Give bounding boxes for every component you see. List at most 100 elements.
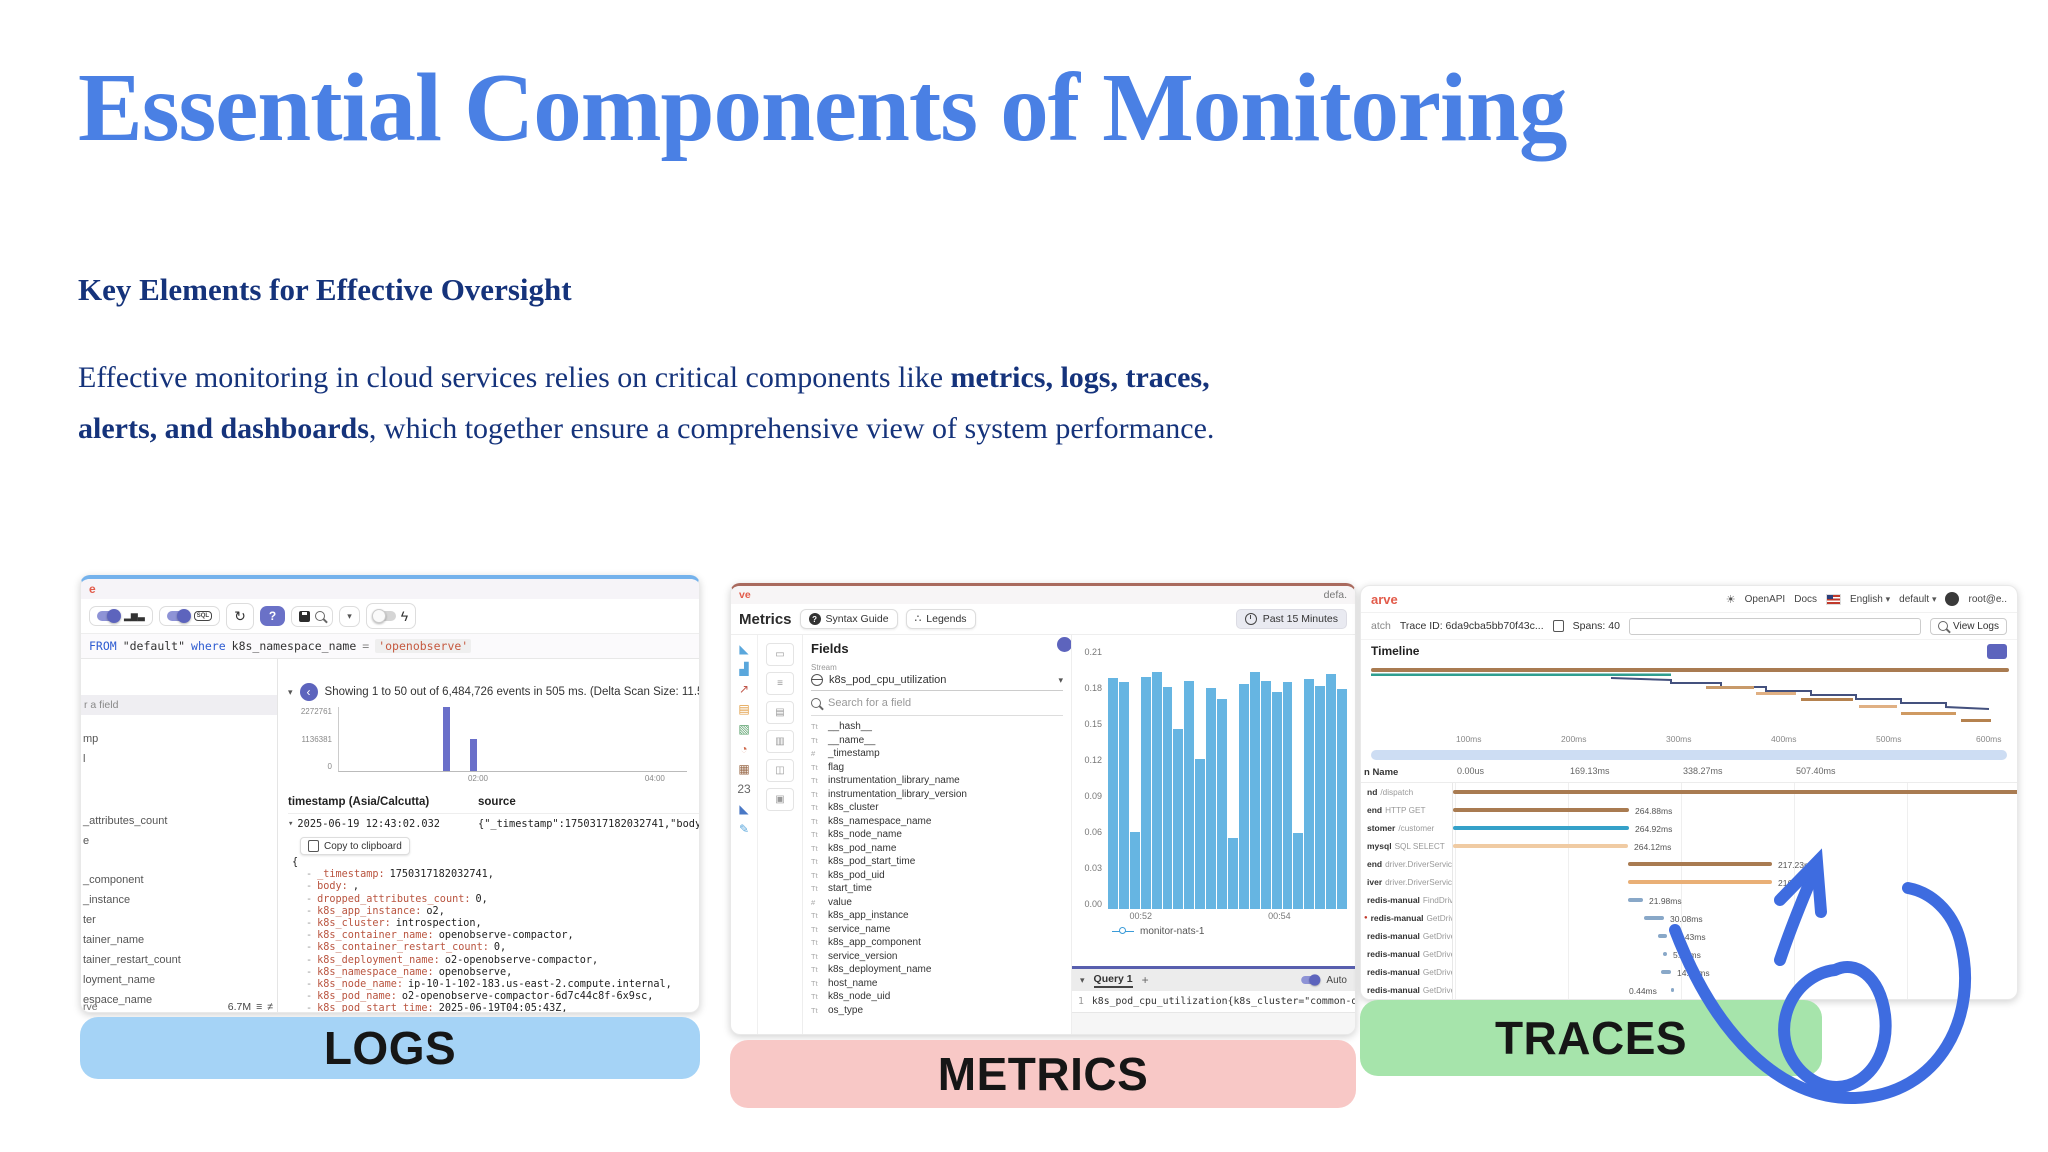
copy-to-clipboard-button[interactable]: Copy to clipboard bbox=[300, 837, 410, 855]
span-duration-bar[interactable] bbox=[1658, 934, 1667, 938]
json-field-row[interactable]: -k8s_app_instance:o2, bbox=[306, 906, 699, 918]
view-logs-button[interactable]: View Logs bbox=[1930, 617, 2007, 635]
cpu-bar[interactable] bbox=[1227, 837, 1238, 909]
chevron-down-icon[interactable]: ▾ bbox=[288, 686, 293, 697]
org-selector[interactable]: defa. bbox=[1323, 589, 1347, 601]
chart-type-icon[interactable]: ▟ bbox=[739, 662, 749, 676]
theme-icon[interactable]: ☀ bbox=[1725, 593, 1736, 606]
json-field-row[interactable]: -body:, bbox=[306, 881, 699, 893]
histogram-toggle-group[interactable]: ▂▆▃ bbox=[89, 606, 153, 626]
cpu-bar[interactable] bbox=[1217, 699, 1227, 909]
nav-docs-link[interactable]: Docs bbox=[1794, 593, 1818, 605]
span-duration-bar[interactable] bbox=[1644, 916, 1664, 920]
field-item[interactable]: loyment_name bbox=[83, 974, 156, 986]
source-column-header[interactable]: source bbox=[478, 796, 516, 808]
json-field-row[interactable]: -k8s_container_name:openobserve-compacto… bbox=[306, 930, 699, 942]
cpu-bar[interactable] bbox=[1315, 685, 1326, 909]
span-duration-bar[interactable] bbox=[1628, 898, 1643, 902]
cpu-bar[interactable] bbox=[1249, 671, 1260, 909]
trace-span-row[interactable]: redis-manualGetDriver 13.43ms bbox=[1361, 927, 2017, 945]
field-item[interactable]: _component bbox=[83, 874, 144, 886]
field-item[interactable]: ter bbox=[83, 914, 96, 926]
json-field-row[interactable]: -k8s_node_name:ip-10-1-102-183.us-east-2… bbox=[306, 979, 699, 991]
notification-badge[interactable] bbox=[1057, 637, 1071, 652]
field-search-input[interactable]: Search for a field bbox=[811, 691, 1063, 716]
cpu-bar[interactable] bbox=[1293, 832, 1304, 909]
panel-tool-icon[interactable]: ▭ bbox=[766, 643, 794, 666]
chart-type-icon[interactable]: ✎ bbox=[738, 822, 750, 836]
trace-minimap[interactable] bbox=[1371, 662, 2009, 732]
json-field-row[interactable]: -dropped_attributes_count:0, bbox=[306, 894, 699, 906]
panel-tool-icon[interactable]: ≡ bbox=[766, 672, 794, 695]
sql-mode-toggle-group[interactable]: SQL bbox=[158, 606, 221, 626]
field-item[interactable]: Tt__name__ bbox=[811, 734, 1063, 748]
json-field-row[interactable]: -k8s_cluster:introspection, bbox=[306, 918, 699, 930]
cpu-bar[interactable] bbox=[1260, 680, 1271, 909]
save-search-group[interactable] bbox=[291, 605, 334, 627]
chevron-down-icon[interactable]: ▾ bbox=[288, 819, 294, 829]
stream-row[interactable]: rve 6.7M≡≠ bbox=[83, 1001, 273, 1013]
field-item[interactable]: _instance bbox=[83, 894, 131, 906]
auto-toggle[interactable] bbox=[1301, 974, 1321, 986]
trace-span-row[interactable]: nd/dispatch bbox=[1361, 783, 2017, 801]
chart-type-icon[interactable]: ◔ bbox=[740, 742, 748, 756]
panel-tool-icon[interactable]: ▣ bbox=[766, 788, 794, 811]
cpu-bar[interactable] bbox=[1140, 676, 1151, 909]
cpu-bar[interactable] bbox=[1304, 679, 1315, 909]
search-icon[interactable] bbox=[315, 611, 326, 621]
trace-span-row[interactable]: stomer/customer 264.92ms bbox=[1361, 819, 2017, 837]
span-duration-bar[interactable] bbox=[1628, 880, 1772, 884]
cpu-bar[interactable] bbox=[1206, 688, 1217, 909]
chart-type-icon[interactable]: 23 bbox=[737, 782, 751, 796]
chart-type-icon[interactable]: ▧ bbox=[738, 722, 750, 736]
chart-type-icon[interactable]: ▦ bbox=[738, 762, 750, 776]
filter-icon[interactable]: ≠ bbox=[267, 1001, 273, 1013]
chart-plot[interactable] bbox=[1108, 647, 1347, 909]
panel-tool-icon[interactable]: ◫ bbox=[766, 759, 794, 782]
span-search-input[interactable] bbox=[1628, 617, 1922, 635]
field-item[interactable]: tainer_restart_count bbox=[83, 954, 181, 966]
field-search-input[interactable]: r a field bbox=[81, 695, 277, 715]
breadcrumb[interactable]: atch bbox=[1371, 620, 1391, 632]
json-field-row[interactable]: -k8s_namespace_name:openobserve, bbox=[306, 967, 699, 979]
org-selector[interactable]: default ▾ bbox=[1899, 594, 1936, 605]
field-item[interactable]: espace_name bbox=[83, 994, 153, 1006]
list-icon[interactable]: ≡ bbox=[256, 1001, 263, 1013]
histogram-plot[interactable] bbox=[338, 707, 687, 772]
trace-span-row[interactable]: redis-manualGetDriver 0.44ms bbox=[1361, 981, 2017, 999]
span-duration-bar[interactable] bbox=[1453, 790, 2017, 794]
chart-type-icon[interactable]: ◣ bbox=[739, 642, 749, 656]
cpu-bar[interactable] bbox=[1337, 689, 1347, 909]
field-item[interactable]: tainer_name bbox=[83, 934, 145, 946]
span-duration-bar[interactable] bbox=[1663, 952, 1667, 956]
cpu-bar[interactable] bbox=[1184, 680, 1195, 909]
cpu-bar[interactable] bbox=[1108, 678, 1118, 909]
log-row[interactable]: ▾2025-06-19 12:43:02.032 {"_timestamp":1… bbox=[288, 814, 699, 834]
toggle-on-icon[interactable] bbox=[166, 608, 191, 623]
timestamp-column-header[interactable]: timestamp (Asia/Calcutta) bbox=[288, 796, 430, 808]
cpu-bar[interactable] bbox=[1151, 671, 1162, 909]
add-query-button[interactable]: + bbox=[1141, 973, 1149, 987]
span-duration-bar[interactable] bbox=[1453, 808, 1629, 812]
cpu-bar[interactable] bbox=[1326, 674, 1337, 909]
field-item[interactable]: Tt__hash__ bbox=[811, 720, 1063, 734]
json-field-row[interactable]: -k8s_pod_start_time:2025-06-19T04:05:43Z… bbox=[306, 1003, 699, 1012]
chart-legend[interactable]: monitor-nats-1 bbox=[1108, 923, 1347, 939]
collapse-sidebar-button[interactable]: ‹ bbox=[299, 683, 318, 701]
field-item[interactable]: #value bbox=[811, 896, 1063, 910]
query-tab[interactable]: Query 1 bbox=[1093, 973, 1133, 988]
cpu-bar[interactable] bbox=[1173, 729, 1184, 909]
json-field-row[interactable]: -k8s_pod_name:o2-openobserve-compactor-6… bbox=[306, 991, 699, 1003]
json-field-row[interactable]: -k8s_deployment_name:o2-openobserve-comp… bbox=[306, 955, 699, 967]
cpu-bar[interactable] bbox=[1282, 681, 1293, 909]
live-mode-group[interactable]: ϟ bbox=[365, 603, 417, 629]
refresh-button[interactable]: ↻ bbox=[226, 602, 254, 630]
help-button[interactable]: ? bbox=[259, 606, 286, 626]
cpu-bar[interactable] bbox=[1195, 759, 1206, 909]
